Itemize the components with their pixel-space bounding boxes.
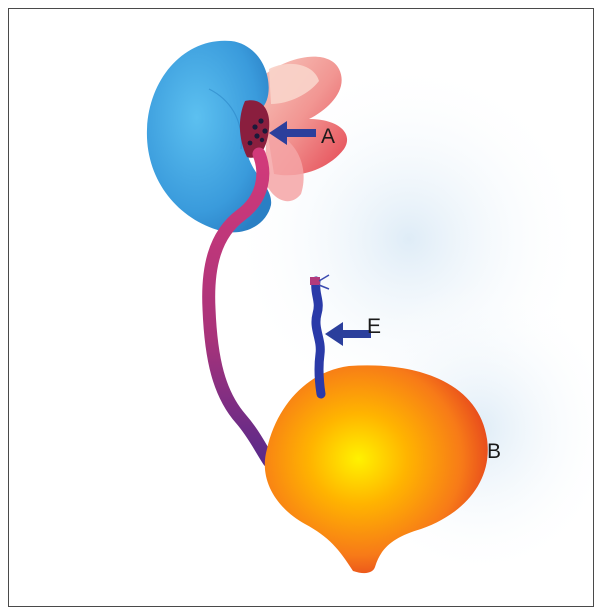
label-a: A	[321, 126, 335, 147]
label-b: B	[487, 441, 501, 462]
label-e: E	[367, 316, 381, 337]
urinary-system-illustration	[9, 9, 594, 607]
diagram-frame: A E B	[8, 8, 594, 607]
